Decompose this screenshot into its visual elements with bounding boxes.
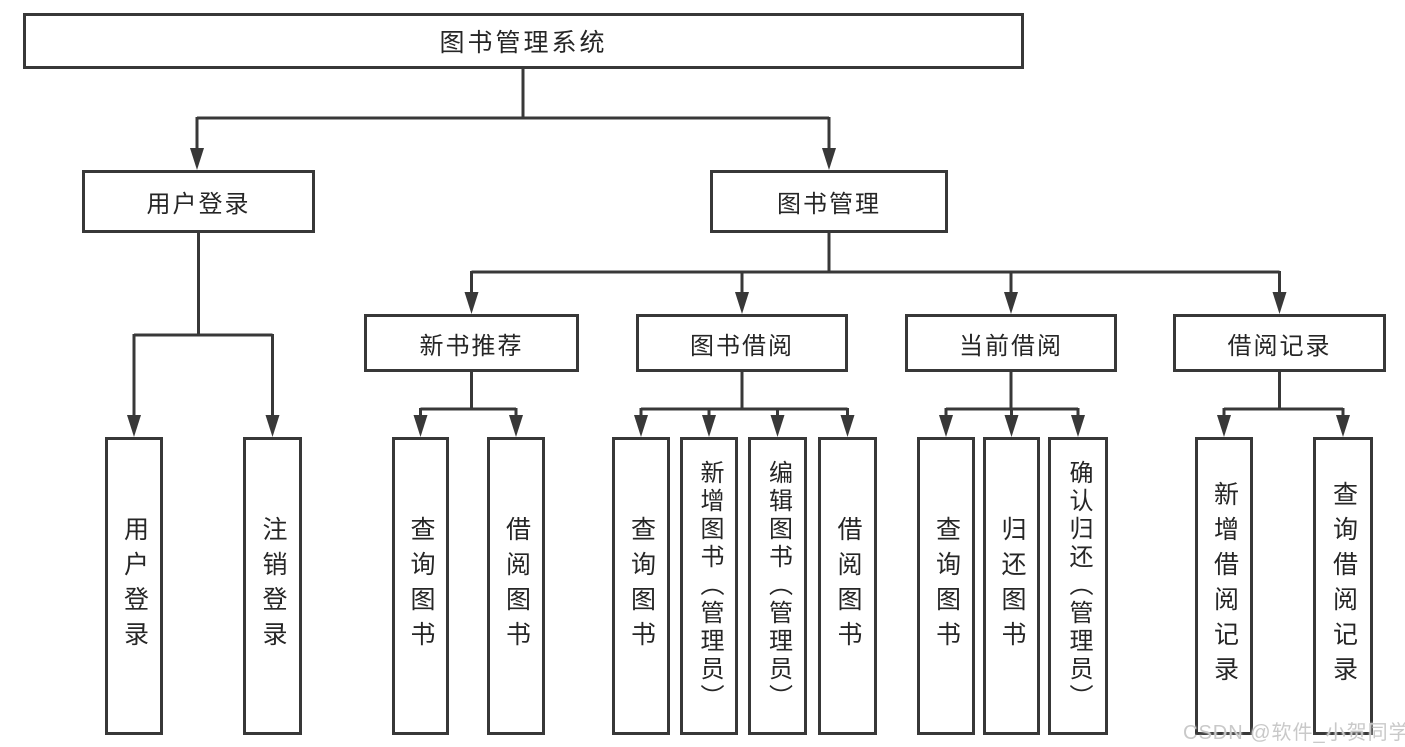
- leaf-add-borrow-record: 新增借阅记录: [1195, 437, 1253, 735]
- leaf-add-borrow-record-label: 新增借阅记录: [1210, 481, 1239, 691]
- leaf-add-book-admin: 新增图书（管理员）: [680, 437, 738, 735]
- leaf-logout: 注销登录: [243, 437, 302, 735]
- leaf-query-books-current: 查询图书: [917, 437, 975, 735]
- leaf-borrow-books-label: 借阅图书: [834, 516, 862, 656]
- arrowheads: [127, 148, 1350, 437]
- leaf-edit-book-admin-label: 编辑图书（管理员）: [764, 460, 792, 712]
- leaf-borrow-books-recommend-label: 借阅图书: [502, 516, 531, 656]
- node-user-login: 用户登录: [82, 170, 315, 233]
- leaf-query-books-borrow: 查询图书: [612, 437, 670, 735]
- node-book-borrow: 图书借阅: [636, 314, 848, 372]
- leaf-query-books-recommend-label: 查询图书: [407, 516, 435, 656]
- leaf-query-books-borrow-label: 查询图书: [627, 516, 656, 656]
- leaf-confirm-return-admin: 确认归还（管理员）: [1048, 437, 1108, 735]
- node-book-management: 图书管理: [710, 170, 948, 233]
- node-new-book-recommend: 新书推荐: [364, 314, 579, 372]
- leaf-add-book-admin-label: 新增图书（管理员）: [696, 460, 723, 712]
- leaf-edit-book-admin: 编辑图书（管理员）: [748, 437, 807, 735]
- csdn-watermark: CSDN @软件_小贺同学: [1183, 722, 1405, 744]
- leaf-return-book: 归还图书: [983, 437, 1040, 735]
- leaf-user-login-label: 用户登录: [120, 516, 149, 656]
- leaf-borrow-books-recommend: 借阅图书: [487, 437, 545, 735]
- leaf-query-books-current-label: 查询图书: [932, 516, 961, 656]
- node-current-borrow: 当前借阅: [905, 314, 1117, 372]
- leaf-query-borrow-record-label: 查询借阅记录: [1329, 481, 1358, 691]
- node-borrow-records: 借阅记录: [1173, 314, 1386, 372]
- leaf-borrow-books: 借阅图书: [818, 437, 877, 735]
- leaf-return-book-label: 归还图书: [998, 516, 1026, 656]
- leaf-query-borrow-record: 查询借阅记录: [1313, 437, 1373, 735]
- leaf-confirm-return-admin-label: 确认归还（管理员）: [1065, 460, 1092, 712]
- leaf-user-login: 用户登录: [105, 437, 163, 735]
- node-root: 图书管理系统: [23, 13, 1024, 69]
- leaf-query-books-recommend: 查询图书: [392, 437, 449, 735]
- leaf-logout-label: 注销登录: [259, 516, 287, 656]
